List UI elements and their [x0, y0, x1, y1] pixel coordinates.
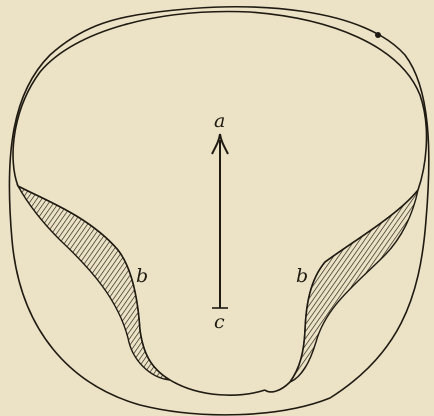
label-b-left: b	[136, 265, 148, 287]
label-b-right: b	[296, 265, 308, 287]
label-a: a	[214, 110, 225, 132]
label-c: c	[214, 311, 225, 333]
